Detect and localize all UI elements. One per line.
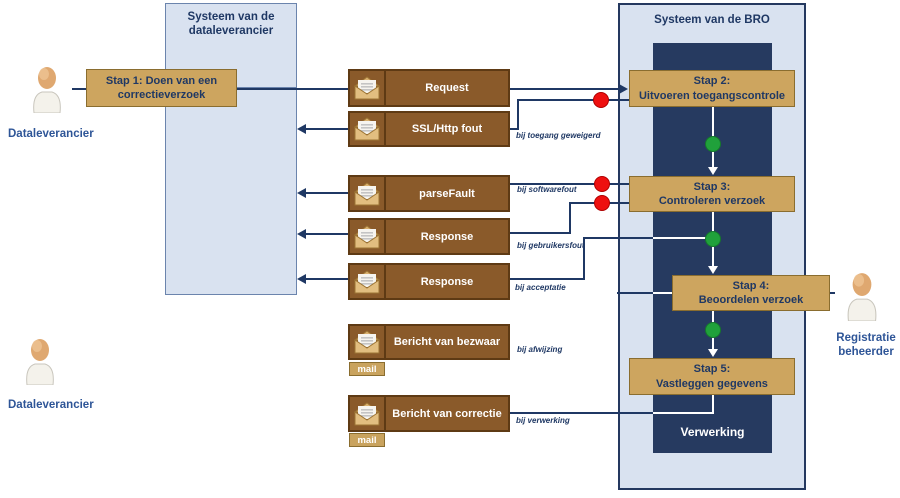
flow-line-sslfout (517, 99, 629, 101)
condition-toegang-geweigerd: bij toegang geweigerd (516, 131, 601, 140)
actor-dataleverancier-bottom-label: Dataleverancier (8, 399, 94, 411)
person-icon (847, 272, 876, 321)
step-3-line1: Stap 3: (693, 180, 731, 193)
actor-dataleverancier-top-label: Dataleverancier (8, 128, 94, 140)
green-status-dot-beoordeling-ok (705, 322, 721, 338)
mail-tag-bezwaar: mail (349, 362, 385, 376)
message-parsefault-label: parseFault (419, 187, 475, 200)
step-4-line2: Beoordelen verzoek (698, 294, 804, 306)
flow-line-sslfout (510, 128, 519, 130)
envelope-icon (350, 177, 386, 210)
actor-registratiebeheerder (835, 262, 888, 330)
person-icon (26, 338, 54, 385)
step-1-line1: Stap 1: Doen van een (105, 74, 218, 87)
message-response-ok-label: Response (420, 275, 474, 288)
verwerking-label: Verwerking (680, 425, 745, 439)
red-status-dot-parsefault (594, 176, 610, 192)
message-parsefault: parseFault (348, 175, 510, 212)
flow-line-correctie (653, 412, 713, 414)
person-icon (33, 66, 61, 113)
flow-line-response-ok (653, 237, 713, 239)
step-5-line2: Vastleggen gegevens (656, 377, 768, 390)
message-bericht-van-bezwaar: Bericht van bezwaar (348, 324, 510, 360)
step-5-line1: Stap 5: (693, 363, 731, 376)
flow-line-request (237, 88, 348, 90)
flow-line-response-ok (510, 278, 585, 280)
flow-line-response-fout (569, 202, 571, 234)
message-response-fout-label: Response (420, 230, 474, 243)
step-3-line2: Controleren verzoek (658, 195, 766, 207)
envelope-icon (350, 397, 386, 430)
step-2-box: Stap 2: Uitvoeren toegangscontrole (629, 70, 795, 107)
flow-line-stap4-left (653, 292, 672, 294)
message-request: Request (348, 69, 510, 107)
green-status-dot-toegang-ok (705, 136, 721, 152)
condition-acceptatie: bij acceptatie (515, 283, 566, 292)
message-bericht-van-correctie-label: Bericht van correctie (392, 407, 502, 420)
envelope-icon (350, 220, 386, 253)
message-response-fout: Response (348, 218, 510, 255)
step-5-box: Stap 5: Vastleggen gegevens (629, 358, 795, 395)
condition-gebruikersfout: bij gebruikersfout (517, 241, 585, 250)
step-4-box: Stap 4: Beoordelen verzoek (672, 275, 830, 311)
message-ssl-http-fout: SSL/Http fout (348, 111, 510, 147)
actor-registratiebeheerder-label: Registratie beheerder (836, 332, 896, 358)
red-status-dot-toegang (593, 92, 609, 108)
red-status-dot-gebruikersfout (594, 195, 610, 211)
condition-afwijzing: bij afwijzing (517, 345, 563, 354)
flow-line-response-ok (583, 237, 585, 280)
envelope-icon (350, 113, 386, 145)
flow-line-response-ok (306, 278, 348, 280)
flow-line-request (510, 88, 619, 90)
flow-line-parsefault (306, 192, 348, 194)
flow-line-parsefault (510, 183, 629, 185)
bro-system-title: Systeem van de BRO (654, 14, 770, 26)
flow-line-request (64, 88, 86, 90)
flow-line-correctie (712, 395, 714, 414)
arrowhead-response-ok (297, 274, 306, 284)
step-4-line1: Stap 4: (732, 279, 770, 292)
step-1-box: Stap 1: Doen van een correctieverzoek (86, 69, 237, 107)
arrowhead-sslfout (297, 124, 306, 134)
condition-softwarefout: bij softwarefout (517, 185, 577, 194)
envelope-icon (350, 265, 386, 298)
message-request-label: Request (425, 82, 469, 94)
message-bericht-van-correctie: Bericht van correctie (348, 395, 510, 432)
flow-line-sslfout (517, 99, 519, 129)
message-ssl-http-fout-label: SSL/Http fout (411, 123, 483, 135)
message-response-ok: Response (348, 263, 510, 300)
envelope-icon (350, 71, 386, 105)
step-arrow-4-5-head (708, 349, 718, 357)
flow-line-correctie (510, 412, 653, 414)
actor-dataleverancier-bottom (14, 327, 66, 395)
left-system-body (165, 88, 297, 295)
flow-line-response-ok (583, 237, 653, 239)
step-2-line2: Uitvoeren toegangscontrole (638, 89, 786, 102)
arrowhead-parsefault (297, 188, 306, 198)
flow-line-response-fout (510, 232, 571, 234)
condition-verwerking: bij verwerking (516, 416, 570, 425)
message-bericht-van-bezwaar-label: Bericht van bezwaar (393, 336, 501, 348)
envelope-icon (350, 326, 386, 358)
flow-line-sslfout (306, 128, 348, 130)
step-3-box: Stap 3: Controleren verzoek (629, 176, 795, 212)
actor-dataleverancier-top (22, 55, 72, 122)
flow-line-response-fout (306, 233, 348, 235)
step-1-line2: correctieverzoek (117, 89, 206, 101)
left-system-title: Systeem van de dataleverancier (187, 11, 275, 38)
arrowhead-into-stap2 (619, 84, 628, 94)
step-arrow-3-4-head (708, 266, 718, 274)
green-status-dot-controle-ok (705, 231, 721, 247)
step-2-line1: Stap 2: (693, 75, 731, 88)
step-arrow-2-3-head (708, 167, 718, 175)
mail-tag-correctie: mail (349, 433, 385, 447)
flow-line-stap4-left (617, 292, 653, 294)
arrowhead-response-fout (297, 229, 306, 239)
